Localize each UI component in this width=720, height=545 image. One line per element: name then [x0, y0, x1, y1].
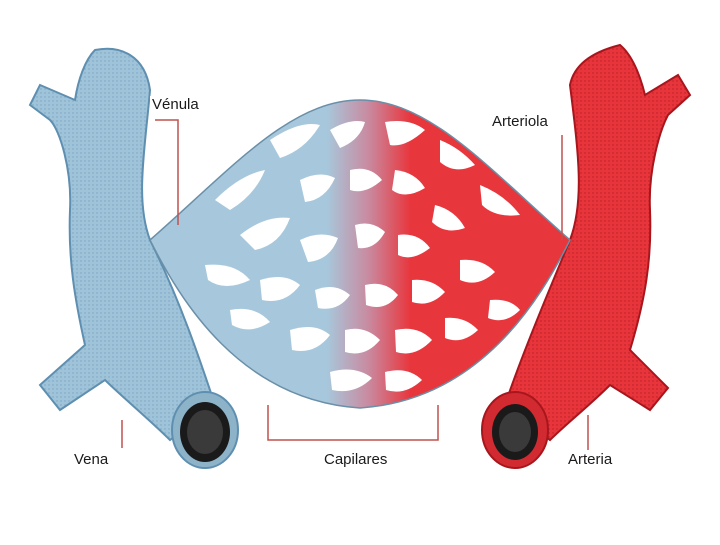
capillary-bed-body	[149, 99, 571, 409]
capillaries-bracket	[267, 405, 439, 441]
artery-label: Arteria	[566, 451, 615, 469]
venule-leader	[155, 119, 179, 225]
capillaries-label: Capilares	[322, 451, 390, 469]
arteriole-label: Arteriola	[490, 113, 550, 131]
venule-label: Vénula	[150, 96, 201, 114]
artery	[481, 43, 692, 469]
capillary-bed	[149, 99, 571, 409]
capillary-gaps	[205, 121, 520, 392]
artery-body	[503, 43, 692, 442]
vein-label: Vena	[72, 451, 111, 469]
leader-lines	[121, 119, 589, 450]
vein-body	[28, 47, 217, 442]
vein	[28, 47, 239, 469]
